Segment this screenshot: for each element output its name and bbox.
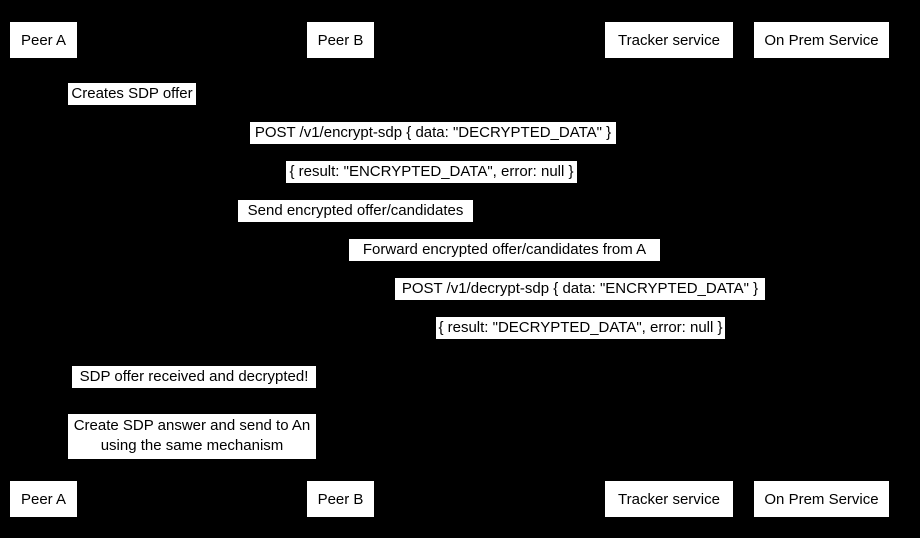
message-label-sdp-offer-received[interactable]: SDP offer received and decrypted! — [72, 366, 316, 388]
participant-footer-peer-b[interactable]: Peer B — [307, 481, 374, 517]
message-text: Creates SDP offer — [71, 85, 193, 102]
participant-label: On Prem Service — [764, 31, 879, 49]
message-text: Forward encrypted offer/candidates from … — [362, 241, 647, 258]
participant-header-on-prem-service[interactable]: On Prem Service — [754, 22, 889, 58]
message-text: POST /v1/decrypt-sdp { data: "ENCRYPTED_… — [401, 280, 759, 297]
message-label-create-sdp-answer[interactable]: Create SDP answer and send to An using t… — [68, 414, 316, 459]
message-label-post-encrypt-sdp[interactable]: POST /v1/encrypt-sdp { data: "DECRYPTED_… — [250, 122, 616, 144]
participant-label: Peer A — [20, 31, 67, 49]
participant-footer-on-prem-service[interactable]: On Prem Service — [754, 481, 889, 517]
participant-header-peer-b[interactable]: Peer B — [307, 22, 374, 58]
participant-label: Tracker service — [618, 490, 720, 508]
participant-footer-peer-a[interactable]: Peer A — [10, 481, 77, 517]
message-text-line-2: using the same mechanism — [100, 437, 284, 454]
participant-header-tracker-service[interactable]: Tracker service — [605, 22, 733, 58]
message-label-result-encrypted-data[interactable]: { result: "ENCRYPTED_DATA", error: null … — [286, 161, 577, 183]
lifeline-peer-a — [43, 58, 44, 481]
participant-label: Peer B — [317, 490, 364, 508]
message-label-post-decrypt-sdp[interactable]: POST /v1/decrypt-sdp { data: "ENCRYPTED_… — [395, 278, 765, 300]
message-text: SDP offer received and decrypted! — [79, 368, 309, 385]
participant-label: On Prem Service — [764, 490, 879, 508]
message-text: Send encrypted offer/candidates — [247, 202, 464, 219]
message-label-send-encrypted-offer[interactable]: Send encrypted offer/candidates — [238, 200, 473, 222]
participant-header-peer-a[interactable]: Peer A — [10, 22, 77, 58]
message-label-forward-encrypted-offer[interactable]: Forward encrypted offer/candidates from … — [349, 239, 660, 261]
message-text: { result: "ENCRYPTED_DATA", error: null … — [289, 163, 574, 180]
participant-label: Peer B — [317, 31, 364, 49]
message-text: { result: "DECRYPTED_DATA", error: null … — [438, 319, 723, 336]
lifeline-on-prem-service — [821, 58, 822, 481]
participant-label: Peer A — [20, 490, 67, 508]
lifeline-tracker-service — [669, 58, 670, 481]
message-text-line-1: Create SDP answer and send to An — [73, 417, 311, 434]
message-label-result-decrypted-data[interactable]: { result: "DECRYPTED_DATA", error: null … — [436, 317, 725, 339]
participant-label: Tracker service — [618, 31, 720, 49]
message-text: POST /v1/encrypt-sdp { data: "DECRYPTED_… — [254, 124, 612, 141]
message-label-creates-sdp-offer[interactable]: Creates SDP offer — [68, 83, 196, 105]
participant-footer-tracker-service[interactable]: Tracker service — [605, 481, 733, 517]
